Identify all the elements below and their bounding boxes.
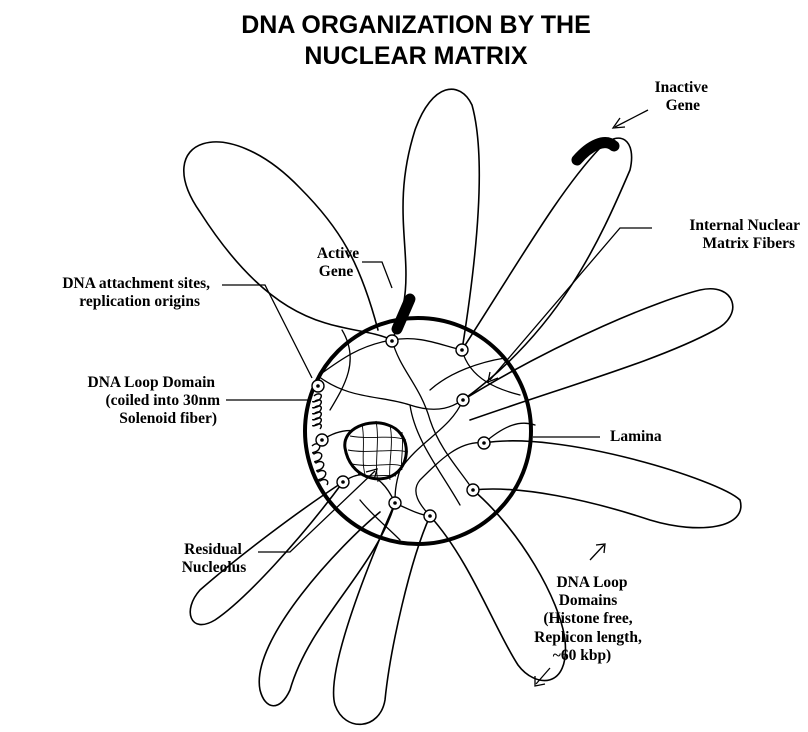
diagram-title-line1: DNA ORGANIZATION BY THE: [241, 11, 591, 39]
label-attachment-sites: DNA attachment sites, replication origin…: [62, 275, 210, 310]
label-nucleolus: Residual Nucleolus: [182, 541, 247, 576]
loop-domains-arrow-down: [536, 668, 550, 684]
label-loop-domain-line: DNA Loop Domain: [88, 374, 216, 391]
label-loop-domain: DNA Loop Domain (coiled into 30nm Soleno…: [88, 374, 221, 427]
label-lamina-line: Lamina: [610, 428, 662, 445]
label-nucleolus-line: Nucleolus: [182, 559, 247, 576]
attachment-site: [337, 476, 349, 488]
label-loop-domains-line: Replicon length,: [534, 629, 642, 646]
dna-loop: [473, 441, 741, 528]
active-gene-leader: [362, 262, 392, 288]
label-loop-domains: DNA Loop Domains (Histone free, Replicon…: [534, 574, 642, 664]
label-inactive-gene: Inactive Gene: [655, 79, 709, 114]
attachment-site: [467, 484, 479, 496]
label-loop-domains-line: (Histone free,: [543, 610, 632, 627]
diagram-title-line2: NUCLEAR MATRIX: [304, 42, 527, 70]
label-internal-fibers: Internal Nuclear Matrix Fibers: [689, 217, 800, 252]
matrix-fiber: [484, 423, 535, 443]
label-inactive-gene-line: Gene: [666, 97, 701, 114]
attachment-site: [456, 344, 468, 356]
label-attachment-sites-line: DNA attachment sites,: [62, 275, 210, 292]
loop-domains-arrow-up: [590, 545, 604, 560]
label-loop-domains-line: Domains: [559, 592, 618, 609]
matrix-fiber: [416, 443, 484, 516]
label-loop-domains-line: DNA Loop: [556, 574, 627, 591]
attachment-site: [312, 380, 324, 392]
label-loop-domains-line: ~60 kbp): [553, 647, 611, 664]
solenoid-coil: [313, 394, 322, 429]
label-loop-domain-line: Solenoid fiber): [119, 410, 217, 427]
label-internal-fibers-line: Internal Nuclear: [689, 217, 800, 234]
dna-loops: [184, 89, 741, 724]
dna-loop: [184, 142, 392, 340]
label-active-gene-line: Gene: [319, 263, 354, 280]
attachment-site: [457, 394, 469, 406]
matrix-fiber: [410, 405, 460, 505]
label-nucleolus-line: Residual: [184, 541, 242, 558]
attachment-sites-leader: [222, 285, 312, 378]
label-active-gene-line: Active: [317, 245, 359, 262]
label-internal-fibers-line: Matrix Fibers: [702, 235, 795, 252]
label-lamina: Lamina: [610, 428, 662, 445]
attachment-site: [478, 437, 490, 449]
active-gene-segment: [397, 299, 410, 329]
label-loop-domain-line: (coiled into 30nm: [105, 392, 220, 409]
label-attachment-sites-line: replication origins: [79, 293, 200, 310]
attachment-site: [424, 510, 436, 522]
label-inactive-gene-line: Inactive: [655, 79, 709, 96]
dna-loop: [430, 490, 565, 681]
inactive-gene-segment: [577, 143, 614, 160]
attachment-site: [386, 335, 398, 347]
dna-loop: [462, 138, 632, 400]
label-active-gene: Active Gene: [317, 245, 359, 280]
attachment-site: [389, 497, 401, 509]
attachment-site: [316, 434, 328, 446]
